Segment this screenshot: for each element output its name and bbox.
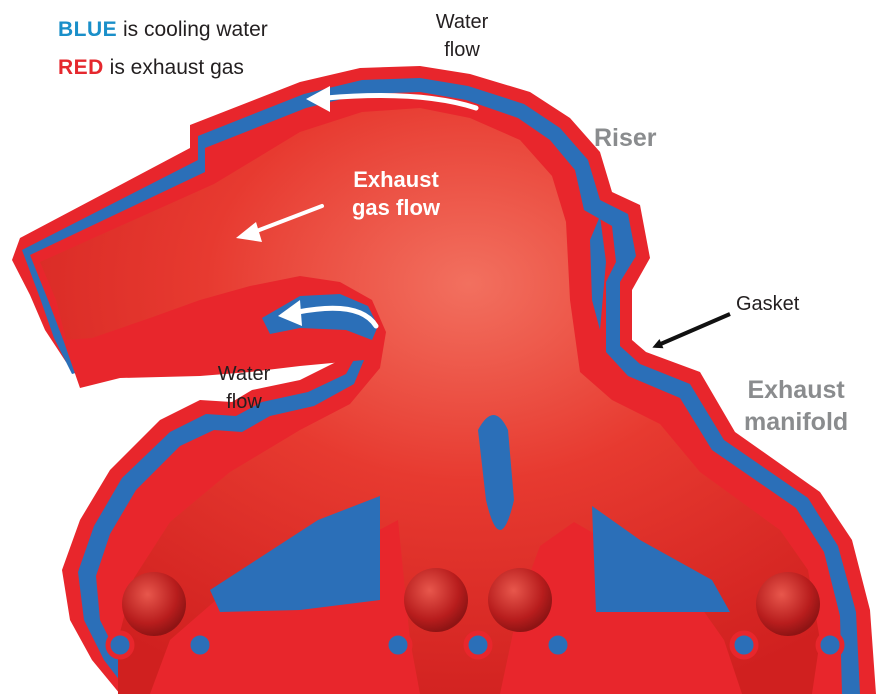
label-water-flow-top: Water flow	[412, 8, 512, 64]
label-water-flow-left-line2: flow	[194, 388, 294, 416]
label-exhaust-manifold: Exhaust manifold	[744, 374, 848, 438]
bolt-hole	[108, 633, 132, 657]
label-exhaust-manifold-line1: Exhaust	[744, 374, 848, 406]
legend-blue-text: is cooling water	[117, 18, 268, 41]
label-exhaust-gas-flow: Exhaust gas flow	[336, 166, 456, 222]
label-water-flow-left-line1: Water	[194, 360, 294, 388]
label-water-flow-top-line2: flow	[412, 36, 512, 64]
label-exhaust-gas-flow-line1: Exhaust	[336, 166, 456, 194]
bolt-hole	[732, 633, 756, 657]
label-riser: Riser	[594, 122, 657, 154]
label-exhaust-manifold-line2: manifold	[744, 406, 848, 438]
exhaust-port-ball	[404, 568, 468, 632]
exhaust-port-ball	[122, 572, 186, 636]
bolt-hole	[386, 633, 410, 657]
legend-blue-keyword: BLUE	[58, 18, 117, 41]
exhaust-port-ball	[756, 572, 820, 636]
label-water-flow-top-line1: Water	[412, 8, 512, 36]
bolt-hole	[466, 633, 490, 657]
legend-red-keyword: RED	[58, 56, 104, 79]
label-water-flow-left: Water flow	[194, 360, 294, 416]
label-exhaust-gas-flow-line2: gas flow	[336, 194, 456, 222]
bolt-hole	[818, 633, 842, 657]
exhaust-port-ball	[488, 568, 552, 632]
bolt-hole	[546, 633, 570, 657]
bolt-hole	[188, 633, 212, 657]
legend-blue: BLUE is cooling water	[58, 18, 268, 42]
label-gasket: Gasket	[736, 290, 799, 318]
legend-red: RED is exhaust gas	[58, 56, 244, 80]
legend-red-text: is exhaust gas	[104, 56, 244, 79]
gasket-pointer-arrow-icon	[656, 314, 730, 346]
